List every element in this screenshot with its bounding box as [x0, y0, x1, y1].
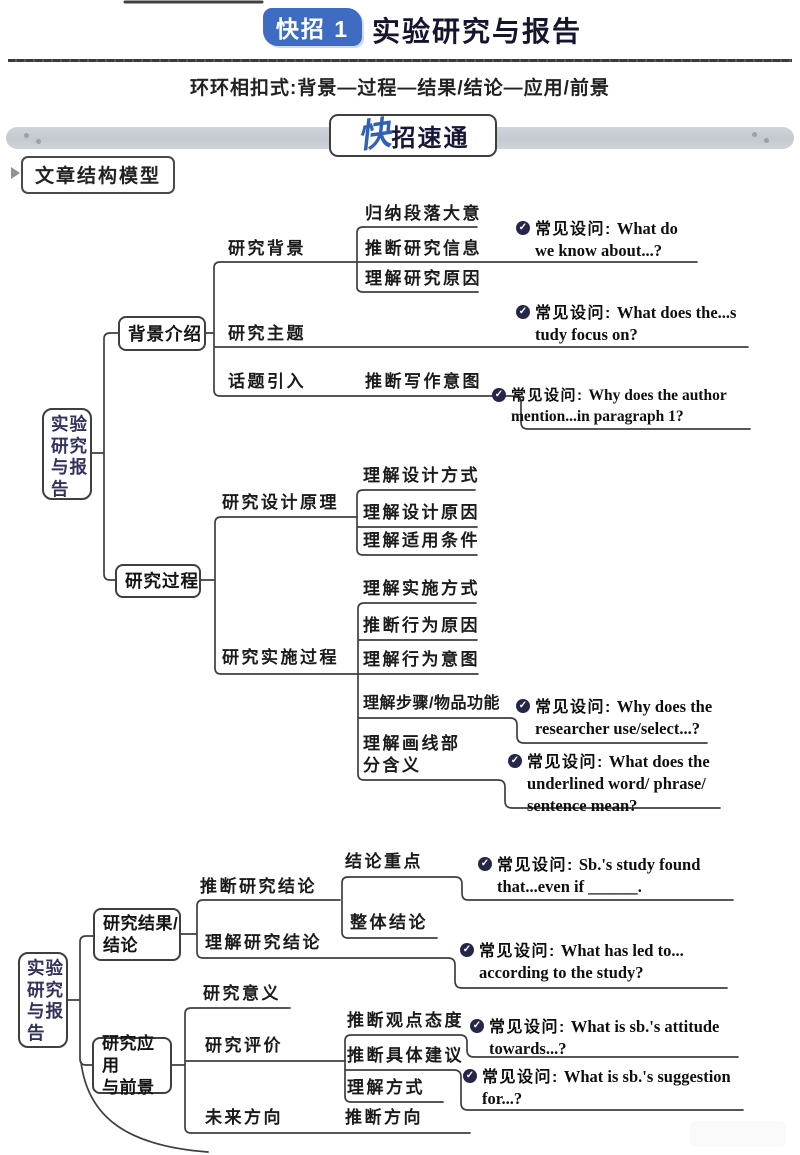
page-title: 实验研究与报告 [372, 16, 583, 47]
watermark [690, 1121, 786, 1147]
question-block: ✓ 常见设问:Why does the researcher use/select… [516, 696, 750, 740]
node-understand-implementation: 理解实施方式 [363, 579, 480, 598]
node-infer-suggestion: 推断具体建议 [347, 1046, 464, 1065]
node-topic-introduction: 话题引入 [228, 372, 306, 391]
question-label: 常见设问: [482, 1069, 559, 1086]
node-infer-direction: 推断方向 [345, 1108, 423, 1127]
node-infer-writing-intent: 推断写作意图 [365, 372, 482, 391]
check-icon: ✓ [460, 943, 474, 957]
section-tag: 文章结构模型 [21, 156, 176, 194]
question-block: ✓ 常见设问:What is sb.'s attitude towards...? [470, 1016, 764, 1060]
check-icon: ✓ [508, 754, 522, 768]
question-block: ✓ 常见设问:What do we know about...? [516, 218, 720, 262]
check-icon: ✓ [463, 1069, 477, 1083]
branch-box-application-prospect: 研究应用 与前景 [92, 1034, 172, 1097]
node-conclusion-focus: 结论重点 [345, 852, 423, 871]
check-icon: ✓ [478, 857, 492, 871]
question-text: What is sb.'s suggestion for...? [482, 1067, 731, 1108]
node-understand-method: 理解方式 [347, 1078, 425, 1097]
question-label: 常见设问: [489, 1019, 566, 1036]
branch-box-background-intro: 背景介绍 [118, 316, 206, 351]
node-research-topic: 研究主题 [228, 324, 306, 343]
question-label: 常见设问: [535, 221, 612, 238]
check-icon: ✓ [516, 699, 530, 713]
question-block: ✓ 常见设问:Why does the author mention...in p… [492, 385, 779, 427]
question-label: 常见设问: [511, 387, 584, 404]
node-understand-behavior-intent: 理解行为意图 [363, 650, 480, 669]
node-underlined-meaning: 理解画线部 分含义 [363, 734, 461, 775]
question-text: Sb.'s study found that...even if ______. [497, 855, 701, 896]
question-text: What do we know about...? [535, 219, 678, 260]
question-text: What does the...s tudy focus on? [535, 303, 737, 344]
question-block: ✓ 常见设问:What is sb.'s suggestion for...? [463, 1066, 767, 1110]
banner-dot [24, 133, 29, 138]
node-research-evaluation: 研究评价 [205, 1036, 283, 1055]
node-overall-conclusion: 整体结论 [350, 913, 428, 932]
branch-box-results-conclusion: 研究结果/ 结论 [93, 908, 181, 961]
node-infer-conclusion: 推断研究结论 [200, 877, 317, 896]
banner-dot [36, 139, 41, 144]
question-text: What has led to... according to the stud… [479, 941, 684, 982]
check-icon: ✓ [516, 305, 530, 319]
node-infer-research-info: 推断研究信息 [365, 239, 482, 258]
question-text: Why does the author mention...in paragra… [511, 387, 727, 425]
question-block: ✓ 常见设问:What has led to... according to th… [460, 940, 734, 984]
node-understand-reason: 理解研究原因 [365, 269, 482, 288]
section-arrow-icon [11, 167, 20, 179]
header-divider [8, 59, 792, 62]
node-understand-design-method: 理解设计方式 [363, 466, 480, 485]
banner-title-text: 招速通 [391, 125, 470, 152]
check-icon: ✓ [492, 388, 506, 402]
question-label: 常见设问: [479, 943, 556, 960]
node-understand-conditions: 理解适用条件 [363, 531, 480, 550]
node-future-direction: 未来方向 [205, 1108, 283, 1127]
structure-subtitle: 环环相扣式:背景—过程—结果/结论—应用/前景 [190, 78, 610, 99]
question-block: ✓ 常见设问:Sb.'s study found that...even if _… [478, 854, 737, 898]
banner-title: 快 招速通 [329, 112, 497, 157]
banner-dot [752, 132, 757, 137]
node-summarize-paragraph: 归纳段落大意 [365, 204, 482, 223]
question-block: ✓ 常见设问:What does the underlined word/ phr… [508, 751, 757, 817]
root-box-experiment-report: 实验 研究 与报 告 [42, 408, 92, 500]
check-icon: ✓ [470, 1019, 484, 1033]
root-box-experiment-report: 实验 研究 与报 告 [18, 952, 68, 1048]
question-label: 常见设问: [535, 699, 612, 716]
node-design-principle: 研究设计原理 [222, 493, 339, 512]
node-infer-behavior-reason: 推断行为原因 [363, 616, 480, 635]
node-understand-design-reason: 理解设计原因 [363, 503, 480, 522]
banner-dot [764, 138, 769, 143]
question-block: ✓ 常见设问:What does the...s tudy focus on? [516, 302, 780, 346]
node-research-background: 研究背景 [228, 239, 306, 258]
question-text: What does the underlined word/ phrase/ s… [527, 752, 710, 815]
question-label: 常见设问: [497, 857, 574, 874]
question-text: Why does the researcher use/select...? [535, 697, 713, 738]
lesson-badge: 快招 1 [263, 8, 362, 46]
banner-script-char: 快 [354, 112, 393, 156]
node-understand-conclusion: 理解研究结论 [205, 933, 322, 952]
node-infer-attitude: 推断观点态度 [347, 1011, 464, 1030]
question-label: 常见设问: [535, 305, 612, 322]
node-research-significance: 研究意义 [203, 984, 281, 1003]
node-implementation-process: 研究实施过程 [222, 648, 339, 667]
question-text: What is sb.'s attitude towards...? [489, 1017, 720, 1058]
question-label: 常见设问: [527, 754, 604, 771]
branch-box-research-process: 研究过程 [115, 564, 201, 598]
check-icon: ✓ [516, 221, 530, 235]
node-understand-steps-function: 理解步骤/物品功能 [363, 695, 500, 712]
